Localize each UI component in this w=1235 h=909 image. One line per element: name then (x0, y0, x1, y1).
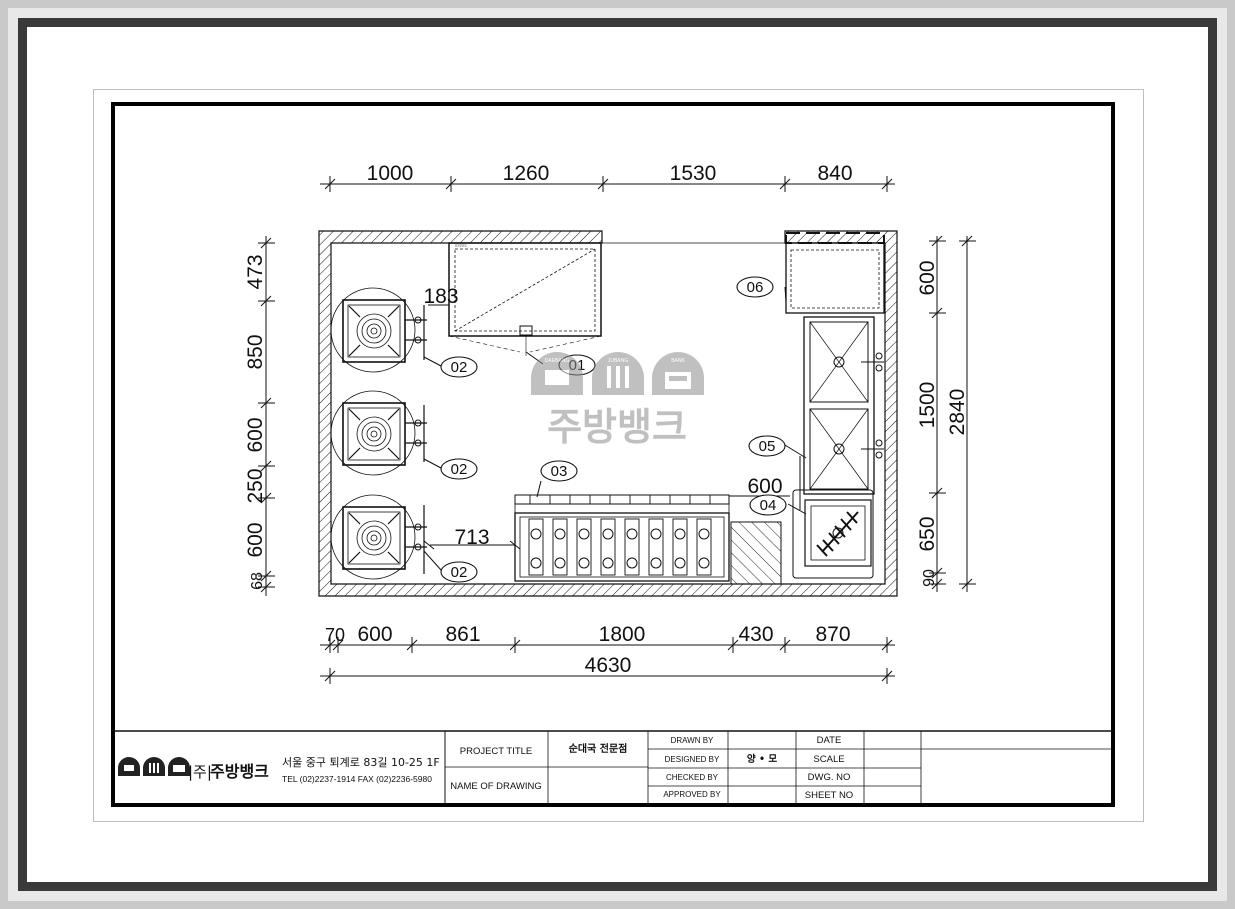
dim-left-2: 850 (244, 334, 267, 369)
dim-top-4: 840 (817, 162, 852, 185)
stock-burner-02-middle (330, 390, 427, 476)
company-contact: TEL (02)2237-1914 FAX (02)2236-5980 (282, 774, 432, 784)
dim-bottom-3: 861 (445, 623, 480, 646)
approved-by-label: APPROVED BY (663, 790, 721, 799)
tag-02-c: 02 (451, 564, 468, 581)
sink-cabinet-06 (785, 232, 885, 314)
dim-right-3: 650 (916, 516, 939, 551)
dim-bottom-total: 4630 (585, 654, 632, 677)
dim-inner-183: 183 (423, 285, 458, 308)
dimension-right (929, 235, 976, 592)
dim-left-3: 600 (244, 417, 267, 452)
dim-right-total: 2840 (946, 389, 969, 436)
company-name: 주방뱅크 (210, 762, 269, 781)
dimension-bottom (320, 637, 895, 684)
stock-burner-02-top (330, 287, 427, 373)
watermark-label-2: JUBANG (608, 358, 628, 364)
sheet-border (111, 102, 1115, 807)
dim-top-3: 1530 (670, 162, 717, 185)
tag-06: 06 (747, 279, 764, 296)
date-label: DATE (817, 735, 842, 746)
stock-burner-02-bottom (330, 494, 427, 580)
dim-bottom-1: 70 (325, 625, 345, 645)
checked-by-label: CHECKED BY (666, 773, 719, 782)
dim-right-4: 90 (921, 569, 938, 587)
company-address: 서울 중구 퇴계로 83길 10-25 1F (282, 756, 440, 769)
tag-05: 05 (759, 438, 776, 455)
company-bracket: |주| (188, 763, 212, 781)
watermark-label-3: BANK (671, 358, 685, 364)
dim-bottom-5: 430 (738, 623, 773, 646)
watermark-pot-icon (531, 352, 583, 395)
dim-left-4: 250 (244, 468, 267, 503)
refrigerator-01: ≡≡≡≡≡ (448, 242, 602, 356)
hatched-counter (730, 521, 782, 585)
watermark-building-icon (652, 352, 704, 395)
dimension-top (320, 176, 895, 192)
burner-range-03 (514, 494, 730, 582)
dim-inner-713: 713 (454, 526, 489, 549)
designed-by-value: 양 • 모 (747, 753, 777, 765)
dim-right-1: 600 (916, 260, 939, 295)
dwg-no-label: DWG. NO (808, 772, 851, 783)
title-block (113, 730, 1113, 803)
dish-sink-04 (792, 489, 874, 579)
scale-label: SCALE (813, 754, 844, 765)
dim-bottom-6: 870 (815, 623, 850, 646)
dim-bottom-2: 600 (357, 623, 392, 646)
dim-left-5: 600 (244, 522, 267, 557)
watermark-label-1: DAEBANG (545, 358, 570, 364)
watermark-text: 주방뱅크 (547, 405, 687, 449)
drawn-by-label: DRAWN BY (671, 736, 714, 745)
dim-left-1: 473 (244, 254, 267, 289)
dim-top-2: 1260 (503, 162, 550, 185)
double-sink-05 (799, 316, 884, 510)
tag-02-b: 02 (451, 461, 468, 478)
dim-inner-600: 600 (747, 475, 782, 498)
sheet-no-label: SHEET NO (805, 790, 853, 801)
drawing-sheet (93, 89, 1144, 822)
dim-right-2: 1500 (916, 382, 939, 429)
tag-02-a: 02 (451, 359, 468, 376)
dim-bottom-4: 1800 (599, 623, 646, 646)
watermark-utensils-icon (592, 352, 644, 395)
company-logo (118, 757, 190, 776)
project-title-label: PROJECT TITLE (460, 746, 533, 757)
designed-by-label: DESIGNED BY (665, 755, 720, 764)
dim-top-1: 1000 (367, 162, 414, 185)
dimension-left (258, 236, 275, 596)
svg-text:≡≡≡≡≡: ≡≡≡≡≡ (455, 243, 467, 248)
tag-04: 04 (760, 497, 777, 514)
watermark: DAEBANG JUBANG BANK 주방뱅크 (531, 352, 704, 449)
tag-03: 03 (551, 463, 568, 480)
dimension-inner (423, 304, 790, 550)
name-of-drawing-label: NAME OF DRAWING (450, 781, 541, 792)
dim-left-6: 68 (249, 572, 266, 590)
project-title-value: 순대국 전문점 (569, 742, 628, 755)
